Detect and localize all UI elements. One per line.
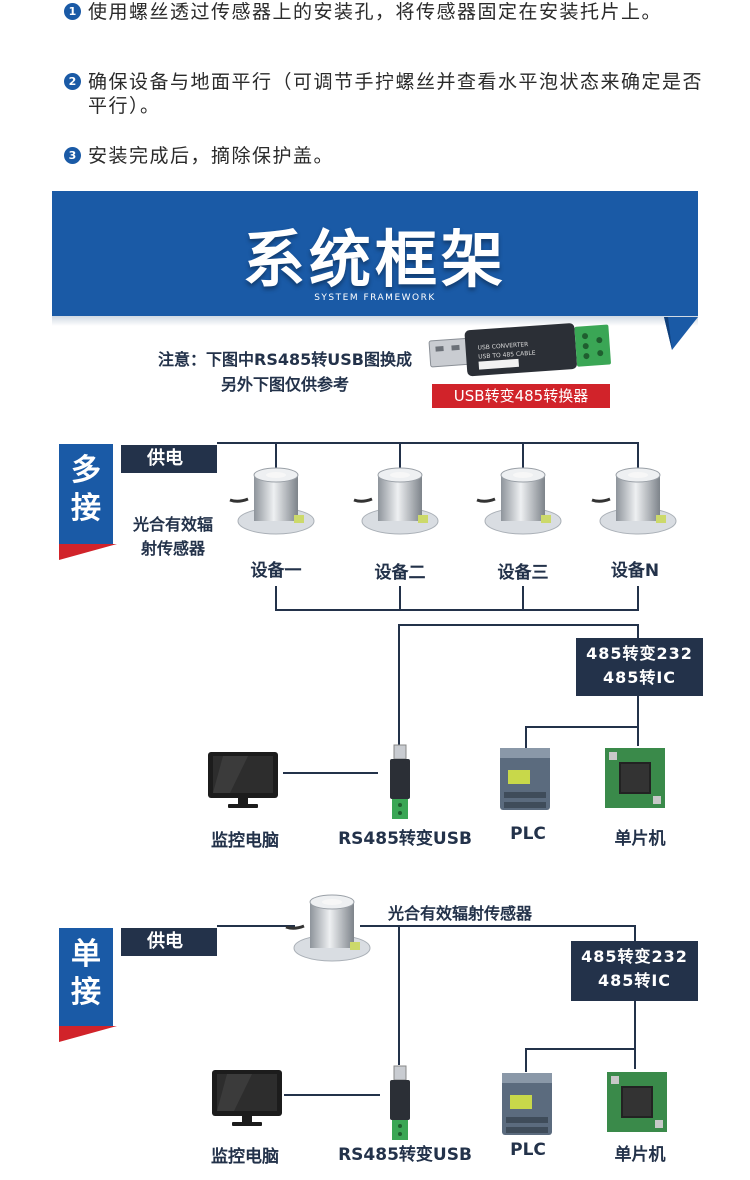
device-label-4: 设备N [610,561,660,581]
single-trunk-v [398,925,400,1065]
single-supply-label: 供电 [121,928,217,956]
step-3: 3 安装完成后，摘除保护盖。 [64,144,704,168]
multi-sensor-label-2: 射传感器 [140,539,205,558]
single-plc-drop [525,1048,527,1072]
svg-text:USB CONVERTER: USB CONVERTER [477,341,528,352]
multi-converter-box: 485转变232 485转IC [576,638,703,696]
step-text-2: 确保设备与地面平行（可调节手拧螺丝并查看水平泡状态来确定是否平行）。 [88,71,704,117]
sensor-4-icon [591,467,677,535]
single-pc-link [284,1094,380,1096]
plc-icon [500,748,550,810]
multi-rise-1 [275,586,277,610]
multi-endpoint-mcu: 单片机 [614,829,666,849]
sensor-3-icon [476,467,562,535]
single-usb-rs485-icon [390,1065,410,1140]
single-mcu-board-icon [607,1072,667,1132]
device-label-3: 设备三 [497,563,549,583]
step-text-1: 使用螺丝透过传感器上的安装孔，将传感器固定在安装托片上。 [88,1,663,23]
multi-pc-link [283,772,378,774]
banner-subtitle: SYSTEM FRAMEWORK [314,293,436,303]
multi-plc-drop [525,726,527,748]
multi-endpoint-pc: 监控电脑 [211,831,279,851]
single-endpoint-plc: PLC [510,1140,546,1160]
banner-shadow [52,316,698,326]
multi-rise-4 [637,586,639,610]
device-label-1: 设备一 [250,561,302,581]
multi-drop-4 [637,442,639,476]
single-converter-line-1: 485转变232 [581,947,688,966]
single-endpoint-pc: 监控电脑 [211,1147,279,1167]
multi-rise-3 [522,586,524,610]
single-endpoint-mcu: 单片机 [614,1145,666,1165]
multi-endpoint-plc: PLC [510,824,546,844]
multi-drop-3 [522,442,524,476]
multi-supply-label: 供电 [121,445,217,473]
multi-return-bus [275,609,639,611]
multi-drop-2 [399,442,401,476]
single-sensor-icon [285,894,371,962]
multi-endpoint-usb: RS485转变USB [338,829,472,849]
mcu-board-icon [605,748,665,808]
single-sensor-label: 光合有效辐射传感器 [388,904,533,923]
multi-drop-1 [275,442,277,476]
monitor-icon [208,752,278,808]
multi-side-label: 多 接 [59,444,113,544]
multi-conv-down [637,696,639,746]
single-signal-wire [360,925,636,927]
single-conv-v [634,925,636,941]
multi-trunk-v [398,624,400,748]
step-1: 1 使用螺丝透过传感器上的安装孔，将传感器固定在安装托片上。 [64,0,704,24]
notice-line-1: 注意：下图中RS485转USB图换成 [158,350,412,369]
multi-supply-bus [217,442,639,444]
single-monitor-icon [212,1070,282,1126]
single-plc-icon [502,1073,552,1135]
svg-text:USB TO 485 CABLE: USB TO 485 CABLE [478,350,536,361]
usb-rs485-icon [390,744,410,819]
multi-trunk-h [398,624,639,626]
multi-converter-line-1: 485转变232 [586,644,693,663]
multi-plc-bus [525,726,639,728]
multi-rise-2 [399,586,401,610]
single-side-accent [59,1026,117,1042]
single-side-label: 单 接 [59,928,113,1026]
notice-line-2: 另外下图仅供参考 [220,375,349,394]
multi-conv-v [637,624,639,638]
step-number-2: 2 [64,73,81,90]
step-number-1: 1 [64,3,81,20]
single-endpoint-usb: RS485转变USB [338,1145,472,1165]
multi-side-accent [59,544,117,560]
banner-title: 系统框架 [242,223,507,296]
multi-converter-line-2: 485转IC [602,668,677,687]
sensor-1-icon [229,467,315,535]
section-banner: 系统框架 SYSTEM FRAMEWORK [52,191,698,316]
step-text-3: 安装完成后，摘除保护盖。 [88,145,335,167]
multi-sensor-label-1: 光合有效辐 [132,515,213,534]
sensor-2-icon [353,467,439,535]
single-supply-wire [217,925,295,927]
converter-tag: USB转变485转换器 [432,384,610,408]
step-2: 2 确保设备与地面平行（可调节手拧螺丝并查看水平泡状态来确定是否平行）。 [64,70,704,118]
single-conv-down [634,1001,636,1069]
single-converter-box: 485转变232 485转IC [571,941,698,1001]
device-label-2: 设备二 [374,563,426,583]
single-plc-bus [525,1048,636,1050]
single-converter-line-2: 485转IC [597,971,672,990]
step-number-3: 3 [64,147,81,164]
